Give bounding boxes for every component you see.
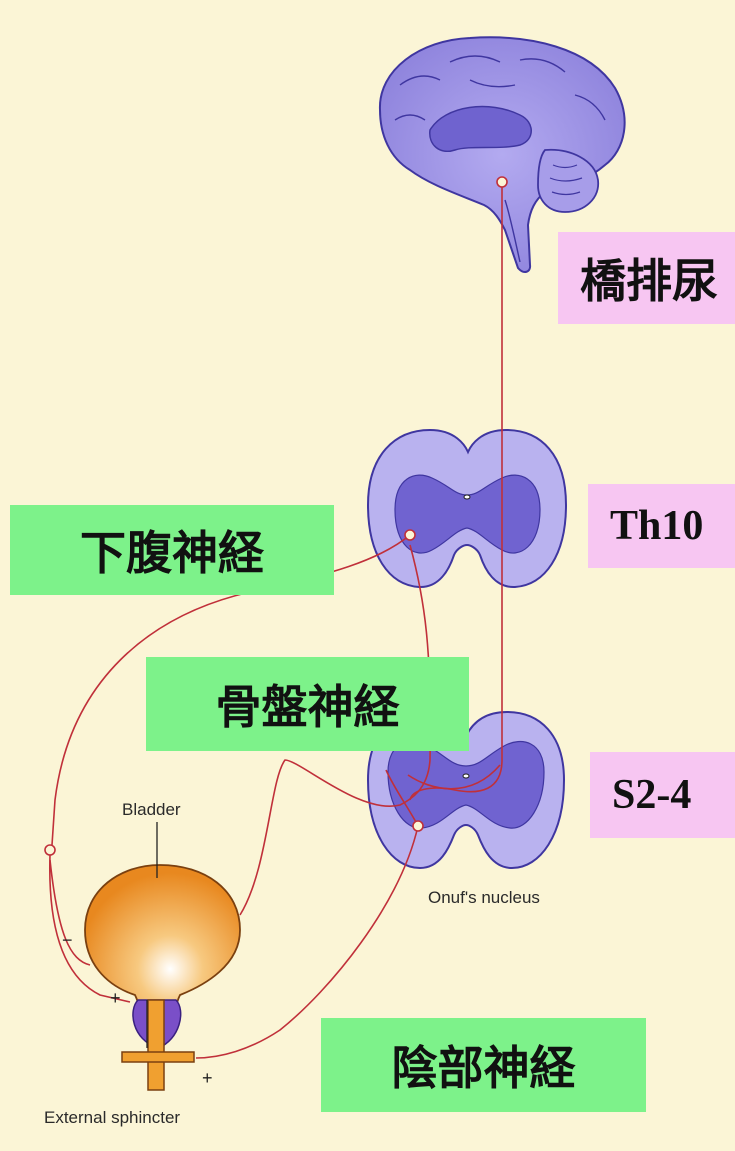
th10-segment-label: Th10 [588,484,735,568]
pudendal-nerve-path [195,825,419,1059]
corpus-callosum [429,105,532,152]
external-sphincter-annotation: External sphincter [44,1108,181,1127]
synapse-markers [44,176,508,856]
hypogastric-nerve-label: 下腹神経 [10,505,334,595]
bladder-annotation: Bladder [122,800,181,819]
onufs-nucleus-annotation: Onuf's nucleus [428,888,540,907]
pelvic-nerve-label: 骨盤神経 [146,657,469,751]
annotation-pointers [146,822,158,1048]
nerve-pathways [48,182,503,1059]
s2-4-segment-label: S2-4 [590,752,735,838]
urethra [147,999,165,1091]
th10-grey-matter [394,474,541,554]
excitatory-sign-sphincter: + [202,1068,213,1088]
bladder-illustration [84,864,241,1091]
pelvic-nerve-path [239,544,432,916]
pudendal-nerve-label: 陰部神経 [321,1018,646,1112]
spinal-cord-section-th10 [366,428,568,589]
pontine-micturition-center-label: 橋排尿 [558,232,735,324]
s2-4-grey-matter [387,741,545,829]
pelvic-floor-bar [121,1051,195,1063]
hypogastric-nerve-path [51,534,411,846]
bladder-body [84,864,241,1026]
inhibitory-sign: − [62,930,73,950]
excitatory-sign-bladder-neck: + [110,988,121,1008]
brain-illustration [378,36,626,273]
